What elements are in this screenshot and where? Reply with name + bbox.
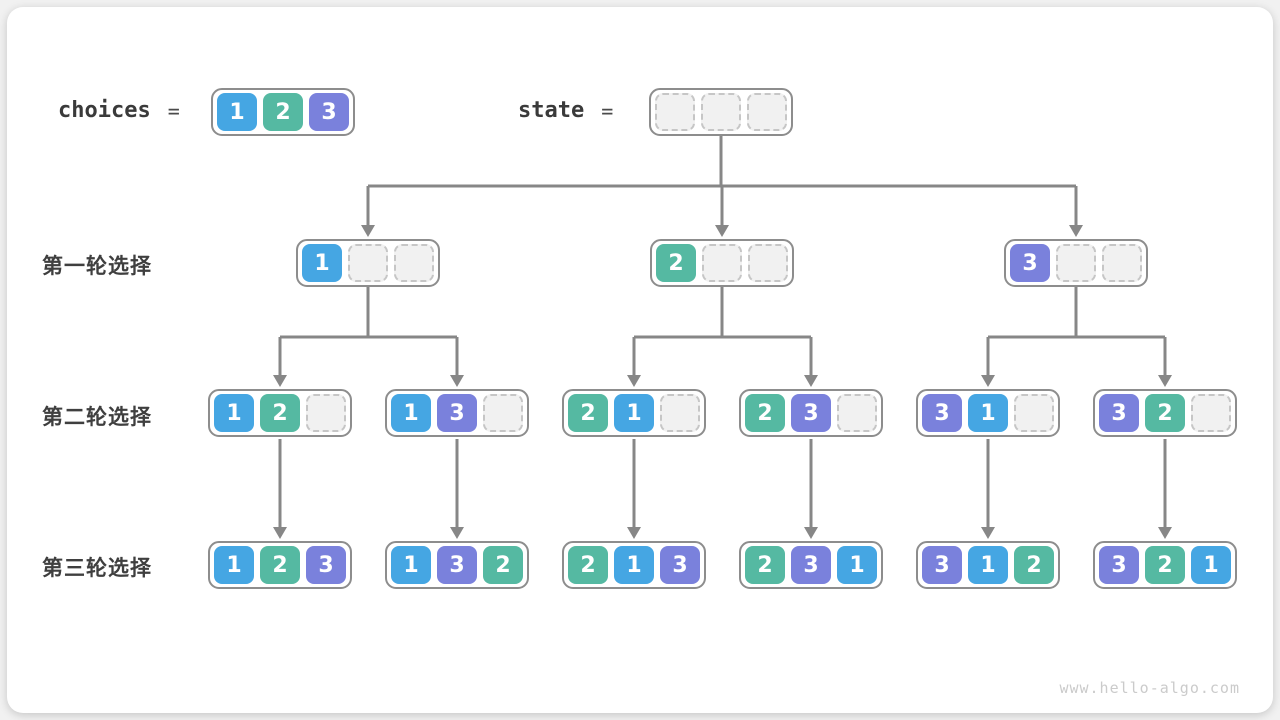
- choice-cell-1: 1: [302, 244, 342, 282]
- choice-cell-2: 2: [568, 546, 608, 584]
- choice-cell-3: 3: [791, 546, 831, 584]
- empty-cell: [1014, 394, 1054, 432]
- row-label-round-3: 第三轮选择: [42, 557, 152, 580]
- choice-cell-1: 1: [1191, 546, 1231, 584]
- choice-cell-1: 1: [214, 394, 254, 432]
- choice-cell-2: 2: [1145, 546, 1185, 584]
- empty-cell: [348, 244, 388, 282]
- choice-cell-2: 2: [568, 394, 608, 432]
- watermark-url: www.hello-algo.com: [1059, 679, 1240, 697]
- empty-cell: [660, 394, 700, 432]
- choice-cell-2: 2: [745, 394, 785, 432]
- choice-cell-3: 3: [1099, 394, 1139, 432]
- choice-cell-1: 1: [837, 546, 877, 584]
- equals-sign: =: [601, 98, 614, 123]
- choice-cell-1: 1: [214, 546, 254, 584]
- choice-cell-2: 2: [260, 394, 300, 432]
- choice-cell-2: 2: [745, 546, 785, 584]
- empty-cell: [1056, 244, 1096, 282]
- choice-cell-1: 1: [968, 546, 1008, 584]
- empty-cell: [747, 93, 787, 131]
- choice-cell-1: 1: [217, 93, 257, 131]
- choice-cell-3: 3: [1010, 244, 1050, 282]
- round1-node-3: 3: [1004, 239, 1148, 287]
- empty-cell: [1191, 394, 1231, 432]
- empty-cell: [306, 394, 346, 432]
- choice-cell-1: 1: [968, 394, 1008, 432]
- state-label: state: [518, 98, 585, 123]
- choice-cell-2: 2: [263, 93, 303, 131]
- empty-cell: [655, 93, 695, 131]
- state-declaration: state =: [518, 98, 613, 123]
- choices-label: choices: [58, 98, 151, 123]
- empty-cell: [837, 394, 877, 432]
- empty-cell: [394, 244, 434, 282]
- row-label-round-2: 第二轮选择: [42, 406, 152, 429]
- choice-cell-2: 2: [1145, 394, 1185, 432]
- choice-cell-2: 2: [483, 546, 523, 584]
- choice-cell-1: 1: [614, 546, 654, 584]
- empty-cell: [1102, 244, 1142, 282]
- choice-cell-1: 1: [391, 546, 431, 584]
- choice-cell-2: 2: [656, 244, 696, 282]
- choice-cell-3: 3: [306, 546, 346, 584]
- choice-cell-1: 1: [614, 394, 654, 432]
- empty-cell: [702, 244, 742, 282]
- choice-cell-3: 3: [437, 394, 477, 432]
- choice-cell-2: 2: [260, 546, 300, 584]
- empty-cell: [483, 394, 523, 432]
- choice-cell-3: 3: [922, 546, 962, 584]
- choice-cell-2: 2: [1014, 546, 1054, 584]
- empty-cell: [701, 93, 741, 131]
- choice-cell-1: 1: [391, 394, 431, 432]
- round1-node-2: 2: [650, 239, 794, 287]
- choices-declaration: choices =: [58, 98, 180, 123]
- state-array-node: [649, 88, 793, 136]
- choice-cell-3: 3: [1099, 546, 1139, 584]
- choice-cell-3: 3: [660, 546, 700, 584]
- empty-cell: [748, 244, 788, 282]
- row-label-round-1: 第一轮选择: [42, 255, 152, 278]
- round1-node-1: 1: [296, 239, 440, 287]
- choice-cell-3: 3: [791, 394, 831, 432]
- equals-sign: =: [167, 98, 180, 123]
- choice-cell-3: 3: [922, 394, 962, 432]
- choice-cell-3: 3: [309, 93, 349, 131]
- choice-cell-3: 3: [437, 546, 477, 584]
